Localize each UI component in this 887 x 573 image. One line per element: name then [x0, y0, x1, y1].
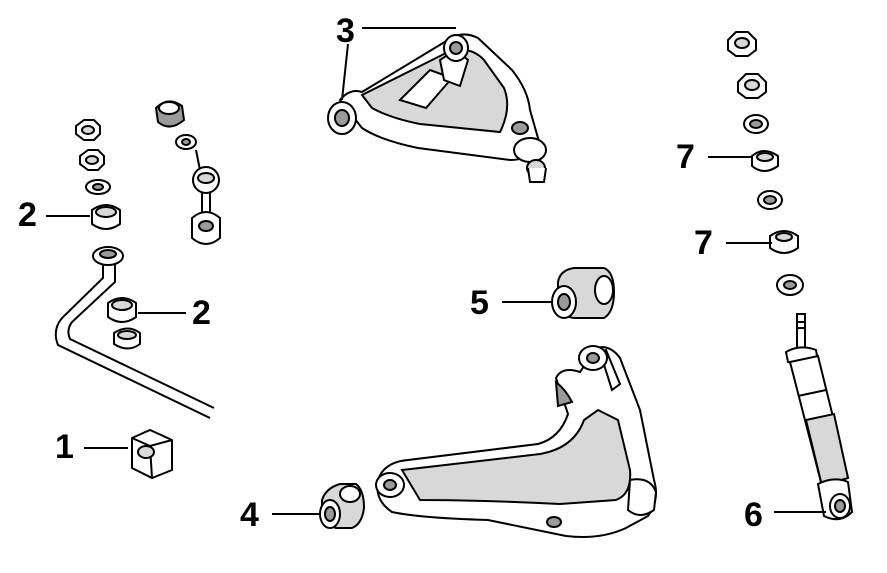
- shock-hardware-stack: [728, 32, 803, 295]
- callout-label: 1: [55, 428, 74, 466]
- callout-6: 6: [744, 496, 826, 534]
- callout-1: 1: [55, 428, 128, 466]
- lower-arm-bushing-large: [552, 268, 614, 318]
- callout-3: 3: [336, 12, 456, 101]
- callout-label: 3: [336, 12, 355, 50]
- callout-4: 4: [240, 496, 320, 534]
- callout-label: 4: [240, 496, 259, 534]
- stabilizer-bushing-bracket: [132, 430, 172, 478]
- stabilizer-bar: [56, 247, 214, 418]
- stabilizer-link-bushing-lower: [108, 298, 140, 349]
- shock-absorber: [786, 314, 852, 519]
- stabilizer-link: [156, 101, 220, 244]
- stabilizer-link-bushing-upper: [92, 205, 120, 229]
- callout-label: 2: [18, 196, 37, 234]
- stabilizer-link-nut-stack: [76, 120, 110, 194]
- callout-label: 7: [694, 224, 713, 262]
- callout-2-lower: 2: [138, 294, 211, 332]
- leader-line: [341, 43, 349, 101]
- callout-7-lower: 7: [694, 224, 772, 262]
- upper-control-arm: [328, 34, 546, 182]
- callout-label: 5: [470, 284, 489, 322]
- callout-7-upper: 7: [676, 138, 752, 176]
- callout-5: 5: [470, 284, 552, 322]
- callout-label: 2: [192, 294, 211, 332]
- callout-label: 7: [676, 138, 695, 176]
- shock-bushing-lower: [770, 231, 798, 253]
- shock-bushing-upper: [752, 151, 778, 171]
- lower-arm-bushing: [320, 484, 364, 528]
- callout-label: 6: [744, 496, 763, 534]
- lower-control-arm: [376, 346, 656, 537]
- callout-2-upper: 2: [18, 196, 90, 234]
